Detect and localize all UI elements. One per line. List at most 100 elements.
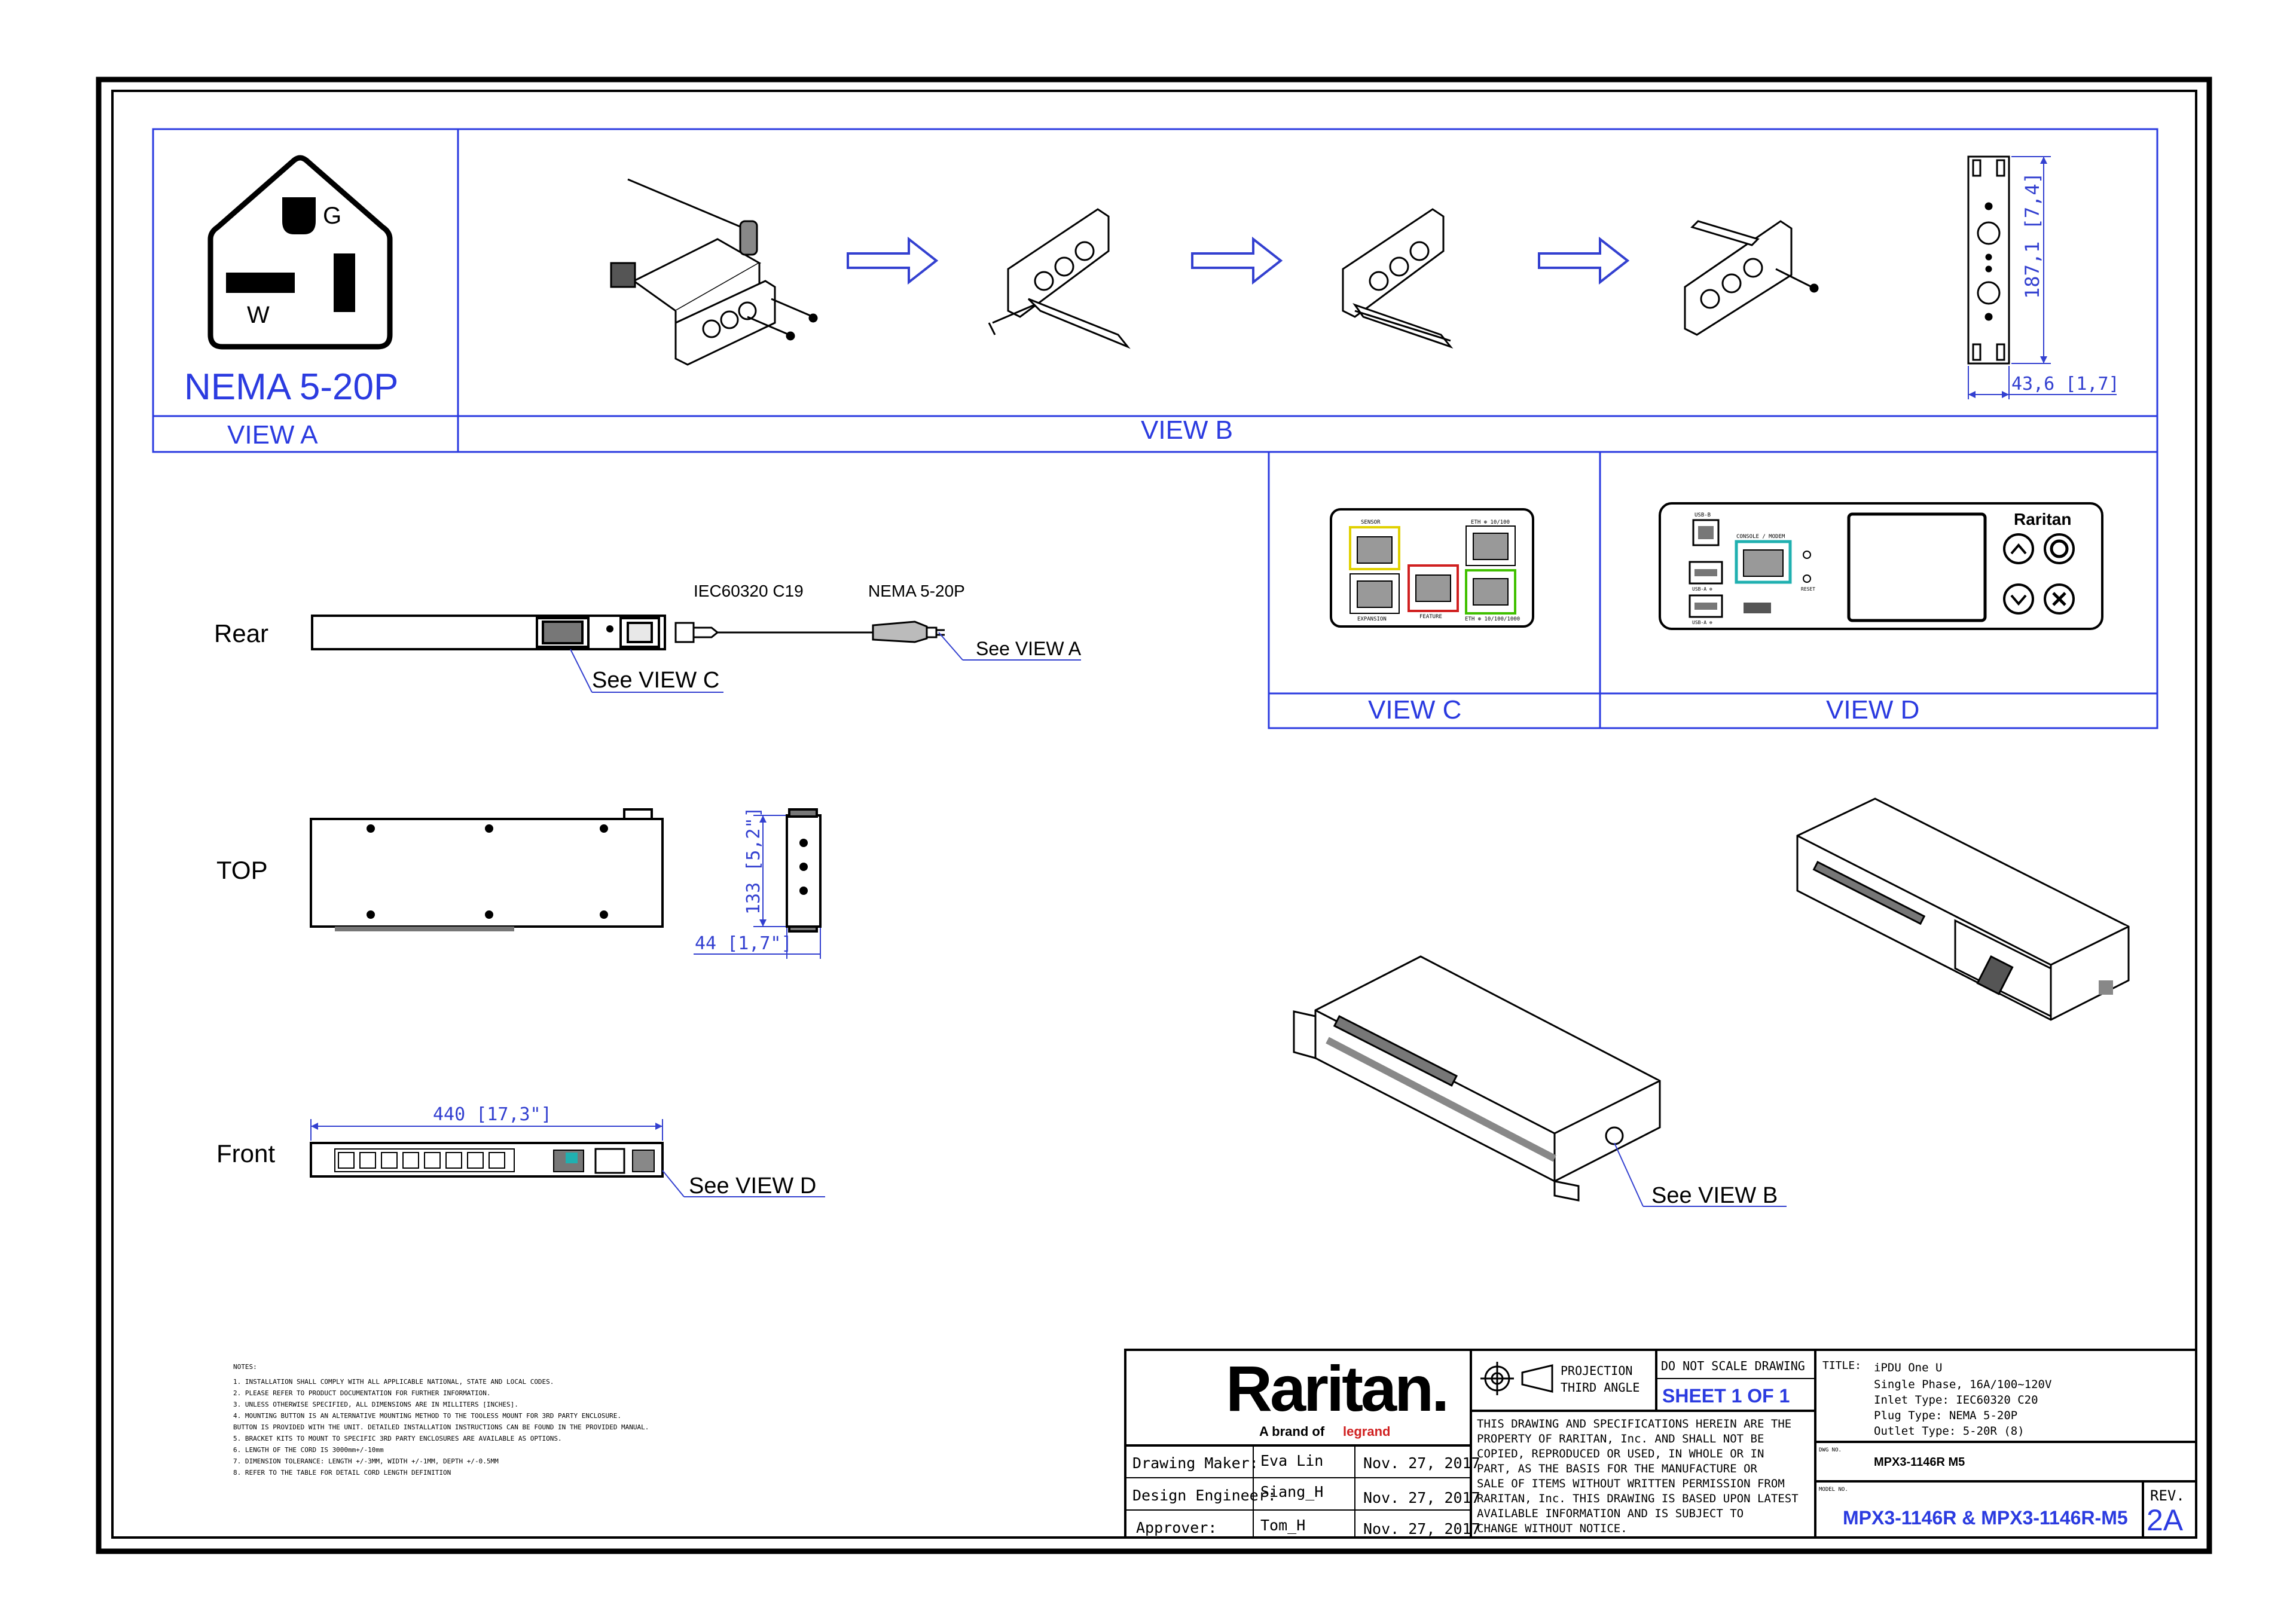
view-c-label: VIEW C xyxy=(1368,695,1461,725)
drawing-maker-name: Eva Lin xyxy=(1260,1452,1323,1469)
disclaimer-line: RARITAN, Inc. THIS DRAWING IS BASED UPON… xyxy=(1477,1492,1799,1505)
feature-port-label: FEATURE xyxy=(1419,614,1442,620)
note-line: 8. REFER TO THE TABLE FOR DETAIL CORD LE… xyxy=(233,1469,451,1477)
bracket-step-2-drawing xyxy=(988,208,1131,349)
eth-gigabit-port-label: ETH ⊕ 10/100/1000 xyxy=(1465,616,1520,622)
view-d-label: VIEW D xyxy=(1826,695,1919,725)
side-width-dim: 44 [1,7"] xyxy=(695,933,792,954)
note-line: BUTTON IS PROVIDED WITH THE UNIT. DETAIL… xyxy=(233,1423,649,1431)
usb-b-label: USB-B xyxy=(1694,512,1711,518)
note-line: 3. UNLESS OTHERWISE SPECIFIED, ALL DIMEN… xyxy=(233,1401,518,1408)
design-engineer-date: Nov. 27, 2017 xyxy=(1363,1489,1480,1506)
rear-view-drawing xyxy=(311,615,666,650)
lcd-display xyxy=(1847,512,1987,622)
bracket-height-dim: 187,1 [7,4] xyxy=(2021,172,2044,299)
title-block-thin-lines xyxy=(1125,1378,1815,1538)
up-button-icon xyxy=(2003,533,2034,564)
note-line: 5. BRACKET KITS TO MOUNT TO SPECIFIC 3RD… xyxy=(233,1435,562,1442)
eth-port-label: ETH ⊕ 10/100 xyxy=(1471,519,1510,525)
note-line: 6. LENGTH OF THE CORD IS 3000mm+/-10mm xyxy=(233,1446,384,1454)
rear-row-label: Rear xyxy=(214,619,268,647)
third-angle-projection-icon xyxy=(1480,1362,1553,1395)
note-line: 4. MOUNTING BUTTON IS AN ALTERNATIVE MOU… xyxy=(233,1412,621,1420)
view-b-label: VIEW B xyxy=(1141,415,1233,445)
nema-plug-face-icon: G W xyxy=(207,155,393,350)
plug-callout: NEMA 5-20P xyxy=(868,582,965,600)
approver-name: Tom_H xyxy=(1260,1517,1305,1534)
view-cd-frame xyxy=(1268,451,2158,729)
front-dimension-lines xyxy=(310,1119,663,1141)
logo-tagline-brand: legrand xyxy=(1343,1424,1390,1439)
note-line: 2. PLEASE REFER TO PRODUCT DOCUMENTATION… xyxy=(233,1389,490,1397)
inlet-callout: IEC60320 C19 xyxy=(694,582,804,600)
do-not-scale-note: DO NOT SCALE DRAWING xyxy=(1661,1359,1805,1373)
rev-value: 2A xyxy=(2147,1503,2184,1537)
side-height-dim: 133 [5,2"] xyxy=(743,806,764,915)
panel-brand-logo: Raritan xyxy=(2014,510,2071,528)
note-line: 1. INSTALLATION SHALL COMPLY WITH ALL AP… xyxy=(233,1378,554,1386)
design-engineer-role: Design Engineer: xyxy=(1132,1487,1277,1504)
title-line: Plug Type: NEMA 5-20P xyxy=(1874,1409,2017,1422)
view-c-port-panel: SENSOR ETH ⊕ 10/100 EXPANSION FEATURE ET… xyxy=(1330,508,1534,628)
notes-heading: NOTES: xyxy=(233,1363,257,1371)
bracket-step-1-drawing xyxy=(610,178,818,366)
front-width-dim: 440 [17,3"] xyxy=(433,1104,552,1125)
design-engineer-name: Siang_H xyxy=(1260,1483,1323,1500)
disclaimer-line: SALE OF ITEMS WITHOUT WRITTEN PERMISSION… xyxy=(1477,1477,1785,1490)
product-title: iPDU One U Single Phase, 16A/100~120V In… xyxy=(1874,1361,2051,1438)
isometric-leader-line xyxy=(1614,1142,1787,1207)
see-view-c-callout: See VIEW C xyxy=(592,668,719,693)
bracket-elevation-drawing xyxy=(1967,155,2010,365)
outer-frame xyxy=(96,77,2212,1554)
title-field-label: TITLE: xyxy=(1822,1359,1861,1372)
property-disclaimer: THIS DRAWING AND SPECIFICATIONS HEREIN A… xyxy=(1477,1417,1799,1535)
front-leader-line xyxy=(662,1170,825,1197)
see-view-d-callout: See VIEW D xyxy=(689,1173,816,1199)
rev-label: REV. xyxy=(2150,1487,2185,1504)
title-line: Outlet Type: 5-20R (8) xyxy=(1874,1425,2025,1438)
bracket-width-dim: 43,6 [1,7] xyxy=(2011,374,2120,395)
disclaimer-line: PROPERTY OF RARITAN, Inc. AND SHALL NOT … xyxy=(1477,1432,1764,1445)
side-dimension-lines xyxy=(694,815,821,959)
top-row-label: TOP xyxy=(216,856,268,884)
model-no-label: MODEL NO. xyxy=(1819,1487,1848,1493)
logo-tagline-prefix: A brand of xyxy=(1259,1424,1325,1439)
reset-label: RESET xyxy=(1801,586,1815,592)
reset-button xyxy=(1803,574,1811,583)
bracket-step-3-drawing xyxy=(1342,208,1454,349)
expansion-port-label: EXPANSION xyxy=(1357,616,1387,622)
isometric-pdu-rear-drawing xyxy=(1796,797,2130,1021)
isometric-pdu-front-drawing xyxy=(1293,955,1661,1202)
see-view-a-callout: See VIEW A xyxy=(976,638,1082,659)
title-line: iPDU One U xyxy=(1874,1361,1942,1374)
front-row-label: Front xyxy=(216,1139,275,1167)
disclaimer-line: COPIED, REPRODUCED OR USED, IN WHOLE OR … xyxy=(1477,1447,1764,1460)
status-led xyxy=(1803,551,1811,559)
disclaimer-line: CHANGE WITHOUT NOTICE. xyxy=(1477,1522,1628,1535)
front-view-drawing xyxy=(310,1142,664,1178)
rear-leader-lines xyxy=(570,632,1081,693)
bracket-step-4-drawing xyxy=(1684,220,1819,336)
plug-type-label: NEMA 5-20P xyxy=(184,366,398,408)
view-a-label: VIEW A xyxy=(227,420,318,450)
usb-a1-label: USB-A ⊕ xyxy=(1692,586,1712,592)
dwg-no-label: DWG NO. xyxy=(1819,1447,1842,1453)
approver-date: Nov. 27, 2017 xyxy=(1363,1520,1480,1538)
projection-label-2: THIRD ANGLE xyxy=(1561,1380,1639,1395)
ground-letter: G xyxy=(323,203,341,229)
general-notes: NOTES: 1. INSTALLATION SHALL COMPLY WITH… xyxy=(233,1363,649,1477)
drawing-maker-date: Nov. 27, 2017 xyxy=(1363,1454,1480,1472)
step-arrow-icons xyxy=(847,236,1630,285)
sensor-port-label: SENSOR xyxy=(1361,519,1381,525)
projection-label-1: PROJECTION xyxy=(1561,1364,1632,1378)
sheet-count: SHEET 1 OF 1 xyxy=(1662,1385,1790,1407)
disclaimer-line: THIS DRAWING AND SPECIFICATIONS HEREIN A… xyxy=(1477,1417,1791,1431)
approver-role: Approver: xyxy=(1136,1519,1217,1536)
neutral-letter: W xyxy=(247,302,270,328)
company-logo: Raritan. xyxy=(1226,1352,1447,1425)
top-view-drawing xyxy=(310,808,664,931)
console-label: CONSOLE / MODEM xyxy=(1736,534,1785,540)
see-view-b-callout: See VIEW B xyxy=(1651,1183,1778,1208)
side-view-drawing xyxy=(786,808,822,933)
title-line: Single Phase, 16A/100~120V xyxy=(1874,1378,2051,1391)
